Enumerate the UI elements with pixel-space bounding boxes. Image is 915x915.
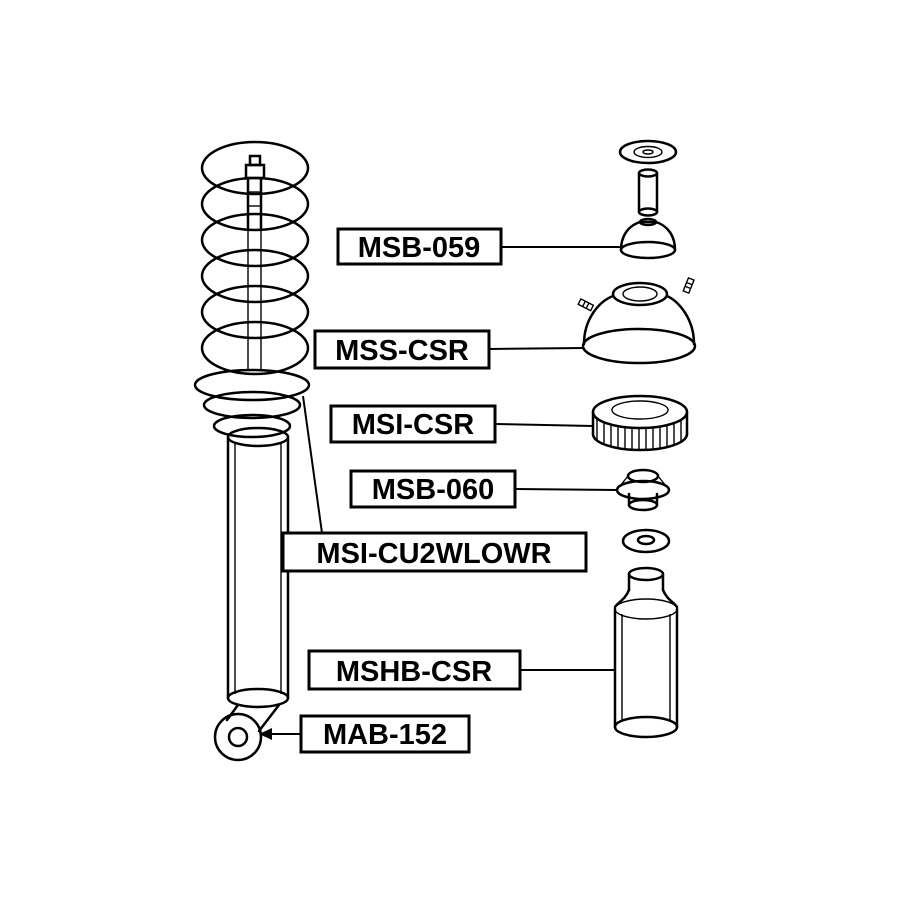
bearing-rollers-icon xyxy=(596,418,682,450)
callout-box xyxy=(281,531,588,573)
callout-label: MSB-059 xyxy=(358,232,481,264)
callout-box xyxy=(336,227,503,266)
leader-msi-cu2wlowr xyxy=(302,395,323,534)
callout-label: MSB-060 xyxy=(372,474,495,506)
seat-bush-icon xyxy=(615,468,671,512)
callout-msi-cu2wlowr: MSI-CU2WLOWR xyxy=(281,531,588,573)
rod-end-washer-icon xyxy=(618,139,678,217)
callout-mab152: MAB-152 xyxy=(299,714,471,754)
callout-label: MSHB-CSR xyxy=(336,656,492,688)
strut-body-icon xyxy=(225,426,290,733)
piston-rod-icon xyxy=(244,154,266,370)
bearing-icon xyxy=(591,394,689,452)
callout-label: MSI-CSR xyxy=(352,409,475,441)
leader-msb060 xyxy=(514,488,618,491)
shock-absorber-assembly xyxy=(193,140,311,762)
callout-label: MSS-CSR xyxy=(335,335,469,367)
callout-box xyxy=(299,714,471,754)
bump-stop-icon xyxy=(619,217,677,260)
bottom-bushing-icon xyxy=(213,712,263,762)
callout-box xyxy=(349,469,517,509)
callout-box xyxy=(329,404,497,444)
callout-msb059: MSB-059 xyxy=(336,227,503,266)
leader-arrow-icon xyxy=(259,728,272,740)
dust-boot-icon xyxy=(613,566,679,739)
strut-mount-icon xyxy=(577,276,697,365)
leader-lines xyxy=(259,246,621,740)
washer-icon xyxy=(621,528,671,554)
callout-label: MAB-152 xyxy=(323,719,447,751)
callout-msb060: MSB-060 xyxy=(349,469,517,509)
callout-msi-csr: MSI-CSR xyxy=(329,404,497,444)
callout-box xyxy=(313,329,491,370)
callout-mshb-csr: MSHB-CSR xyxy=(307,649,522,691)
leader-msi-csr xyxy=(494,423,594,427)
leader-mss-csr xyxy=(488,347,585,350)
lower-spring-seat-icon xyxy=(193,368,311,439)
callout-box xyxy=(307,649,522,691)
coil-spring-icon xyxy=(200,140,310,376)
callout-mss-csr: MSS-CSR xyxy=(313,329,491,370)
callout-label: MSI-CU2WLOWR xyxy=(316,538,551,570)
